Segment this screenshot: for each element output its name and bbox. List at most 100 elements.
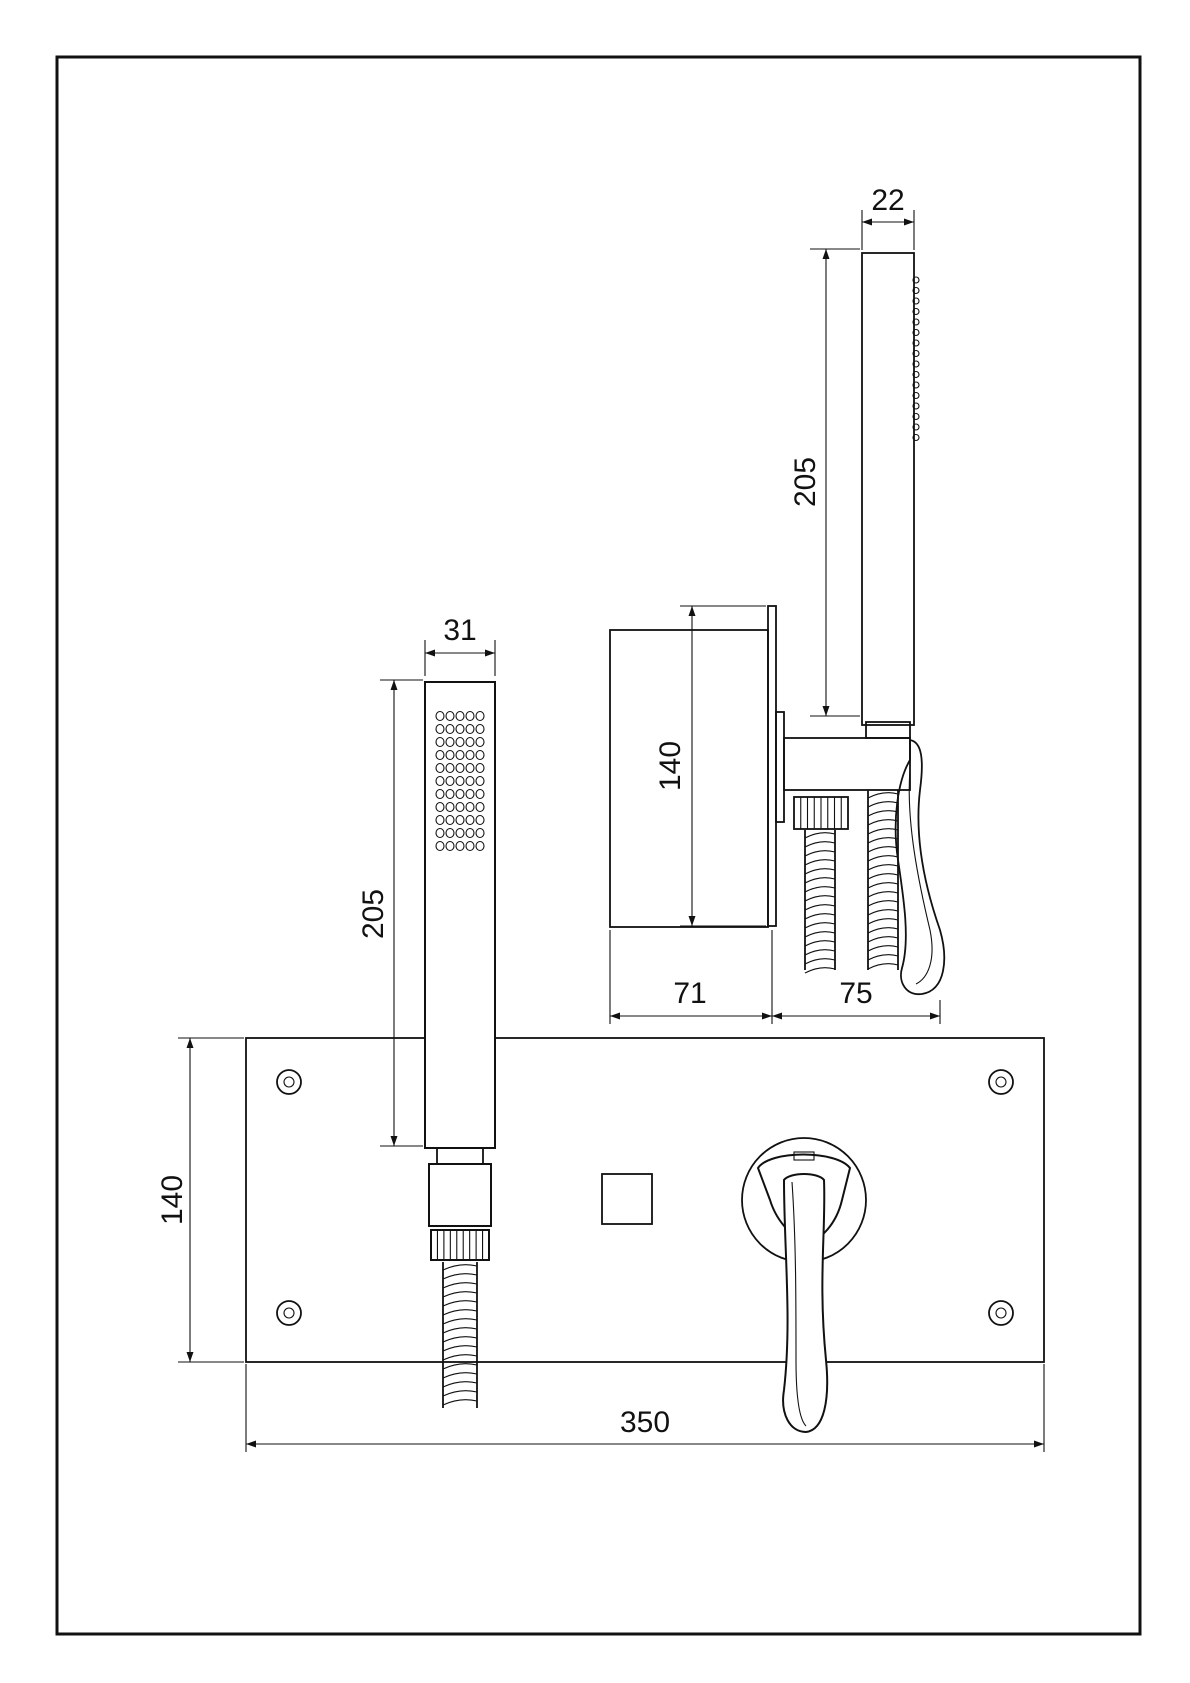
nozzle bbox=[475, 736, 485, 748]
hose-coil bbox=[867, 810, 899, 817]
nozzle bbox=[435, 827, 445, 839]
hose-coil bbox=[867, 936, 899, 943]
front-handshower bbox=[424, 681, 496, 1149]
nozzle bbox=[475, 840, 485, 852]
nozzle bbox=[445, 736, 455, 748]
nozzle bbox=[455, 749, 465, 761]
dim-side-body-depth: 71 bbox=[673, 977, 706, 1010]
hose-coil bbox=[804, 949, 836, 956]
hose-coil bbox=[442, 1372, 478, 1379]
nozzle bbox=[445, 801, 455, 813]
dim-plate-height: 140 bbox=[156, 1175, 189, 1225]
hose-coil bbox=[442, 1309, 478, 1316]
nozzle bbox=[455, 840, 465, 852]
dim-side-handshower-length: 205 bbox=[789, 457, 822, 507]
hose-coil bbox=[442, 1273, 478, 1280]
hose-coil bbox=[867, 909, 899, 916]
nozzle bbox=[445, 762, 455, 774]
hose-coil bbox=[442, 1381, 478, 1388]
hose-coil bbox=[867, 945, 899, 952]
hose-coil bbox=[867, 963, 899, 970]
nozzle bbox=[475, 801, 485, 813]
front-view: 31 205 140 350 bbox=[156, 614, 1045, 1452]
nozzle bbox=[455, 801, 465, 813]
hose-coil bbox=[867, 819, 899, 826]
dim-side-handshower-width: 22 bbox=[871, 184, 904, 217]
side-nozzle bbox=[912, 318, 920, 326]
side-handshower-collar bbox=[865, 721, 911, 739]
hose-coil bbox=[442, 1282, 478, 1289]
hose-coil bbox=[442, 1336, 478, 1343]
hose-coil bbox=[804, 850, 836, 857]
nozzle bbox=[455, 723, 465, 735]
nozzle bbox=[465, 723, 475, 735]
hose-coil bbox=[804, 931, 836, 938]
side-bracket bbox=[783, 737, 911, 791]
nozzle bbox=[445, 723, 455, 735]
nozzle bbox=[455, 736, 465, 748]
hose-coil bbox=[442, 1327, 478, 1334]
front-hose-nut bbox=[430, 1229, 490, 1261]
side-nozzle bbox=[912, 423, 920, 431]
nozzle bbox=[445, 775, 455, 787]
nozzle bbox=[455, 710, 465, 722]
nozzle bbox=[465, 710, 475, 722]
nozzle bbox=[435, 710, 445, 722]
nozzle bbox=[435, 749, 445, 761]
nozzle bbox=[465, 775, 475, 787]
screw-bottom-right bbox=[988, 1300, 1014, 1326]
side-nozzle bbox=[912, 349, 920, 358]
side-body bbox=[609, 629, 769, 928]
side-hose-right bbox=[867, 790, 899, 970]
nozzle bbox=[455, 827, 465, 839]
nozzle bbox=[445, 788, 455, 800]
front-handshower-connector bbox=[428, 1163, 492, 1227]
nozzle bbox=[455, 775, 465, 787]
side-nozzle bbox=[912, 328, 920, 337]
nozzle bbox=[475, 788, 485, 800]
nozzle bbox=[475, 723, 485, 735]
dim-side-projection: 75 bbox=[839, 977, 872, 1010]
side-nozzle bbox=[912, 339, 920, 347]
nozzle bbox=[465, 762, 475, 774]
hose-coil bbox=[804, 967, 836, 974]
front-nut-knurl bbox=[436, 1230, 484, 1260]
nozzle bbox=[475, 827, 485, 839]
dim-front-handshower-width: 31 bbox=[443, 614, 476, 647]
nozzle bbox=[435, 723, 445, 735]
nozzle bbox=[465, 840, 475, 852]
nozzle bbox=[445, 840, 455, 852]
hose-coil bbox=[867, 846, 899, 853]
hose-coil bbox=[442, 1318, 478, 1325]
nozzle bbox=[465, 788, 475, 800]
side-nozzle bbox=[912, 381, 920, 389]
side-view: 22 205 140 71 75 bbox=[609, 184, 946, 1024]
hose-coil bbox=[804, 958, 836, 965]
hose-coil bbox=[867, 837, 899, 844]
nozzle bbox=[465, 801, 475, 813]
dim-plate-width: 350 bbox=[620, 1406, 670, 1439]
side-nozzle bbox=[912, 286, 920, 295]
side-nozzle bbox=[912, 370, 920, 379]
hose-coil bbox=[804, 841, 836, 848]
side-nozzle bbox=[912, 433, 920, 442]
nozzle bbox=[435, 788, 445, 800]
screw-bottom-left bbox=[276, 1300, 302, 1326]
nozzle bbox=[465, 827, 475, 839]
side-wall-plate bbox=[767, 605, 777, 927]
hose-coil bbox=[804, 922, 836, 929]
hose-coil bbox=[804, 832, 836, 839]
nozzle bbox=[445, 827, 455, 839]
hose-coil bbox=[867, 882, 899, 889]
hose-coil bbox=[867, 792, 899, 799]
hose-coil bbox=[442, 1363, 478, 1370]
side-nozzle bbox=[912, 412, 920, 421]
nozzle bbox=[465, 736, 475, 748]
hose-coil bbox=[867, 855, 899, 862]
mixer-lever-edge bbox=[791, 1181, 807, 1427]
hose-coil bbox=[867, 873, 899, 880]
hose-coil bbox=[442, 1345, 478, 1352]
side-nozzle bbox=[912, 391, 920, 400]
nozzle bbox=[475, 762, 485, 774]
hose-coil bbox=[442, 1291, 478, 1298]
